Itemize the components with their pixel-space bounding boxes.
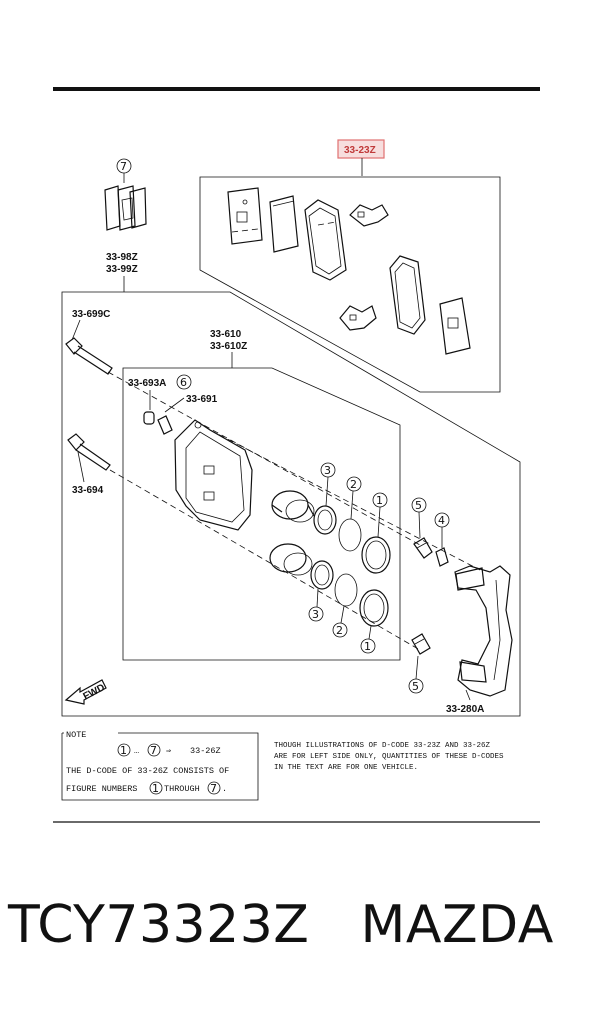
note-line-2: THE D-CODE OF 33-26Z CONSISTS OF bbox=[66, 766, 229, 776]
circled-3-upper-label: 3 bbox=[324, 464, 331, 477]
circled-3-lower-label: 3 bbox=[312, 608, 319, 621]
note-circled-1b: 1 bbox=[152, 782, 159, 795]
bleeder-screw bbox=[157, 415, 173, 435]
info-line-3: IN THE TEXT ARE FOR ONE VEHICLE. bbox=[274, 764, 418, 772]
highlight-box[interactable] bbox=[337, 139, 385, 159]
bleeder-cap bbox=[143, 411, 155, 425]
fwd-label: FWD bbox=[81, 682, 106, 702]
note-through: THROUGH bbox=[164, 784, 200, 794]
label-bleeder: 33-691 bbox=[186, 394, 218, 405]
circled-2-lower-label: 2 bbox=[336, 624, 343, 637]
seal-ring-lower bbox=[334, 573, 358, 607]
label-caliper-alt: 33-610Z bbox=[210, 341, 247, 352]
note-box: NOTE 1 … 7 ⇒ 33-26Z THE D-CODE OF 33-26Z… bbox=[61, 730, 259, 801]
note-line-3: FIGURE NUMBERS bbox=[66, 784, 137, 794]
guide-pin-lower bbox=[67, 433, 111, 471]
pads-set-icon bbox=[104, 185, 147, 231]
fwd-arrow-icon: FWD bbox=[64, 679, 107, 705]
circled-3-lower bbox=[308, 606, 324, 622]
circled-2-lower bbox=[332, 622, 348, 638]
dust-boot-upper bbox=[313, 505, 337, 535]
piston-upper bbox=[271, 490, 315, 523]
pin-sleeve bbox=[435, 547, 449, 567]
caliper-bracket bbox=[454, 565, 513, 697]
part-number-caption: TCY73323Z MAZDA bbox=[8, 895, 554, 955]
label-guide-pin-c: 33-699C bbox=[72, 309, 110, 320]
label-bleeder-cap: 33-693A bbox=[128, 378, 166, 389]
circled-1-lower bbox=[360, 638, 376, 654]
circled-2-upper bbox=[346, 476, 362, 492]
pad-clip-lower bbox=[339, 305, 377, 331]
caliper-assembly-outline bbox=[61, 291, 521, 717]
note-period: . bbox=[222, 784, 227, 794]
dust-boot-lower bbox=[310, 560, 334, 590]
caliper-body bbox=[174, 419, 253, 531]
note-code: 33-26Z bbox=[190, 746, 221, 756]
info-line-2: ARE FOR LEFT SIDE ONLY, QUANTITIES OF TH… bbox=[274, 753, 504, 761]
pad-clip-upper bbox=[349, 204, 389, 227]
label-pads-set: 33-98Z bbox=[106, 252, 138, 263]
guide-pin-upper bbox=[65, 337, 113, 375]
pin-boot-lower bbox=[411, 633, 431, 655]
label-pads-set-alt: 33-99Z bbox=[106, 264, 138, 275]
caliper-body-outline bbox=[122, 367, 401, 661]
label-caliper: 33-610 bbox=[210, 329, 242, 340]
pads-group-outline bbox=[199, 176, 501, 393]
circled-1-lower-label: 1 bbox=[364, 640, 371, 653]
piston-seal-lower bbox=[359, 589, 389, 627]
piston-lower bbox=[269, 543, 313, 576]
circled-6 bbox=[176, 374, 192, 390]
highlight-code: 33-23Z bbox=[344, 145, 376, 156]
seal-ring-upper bbox=[338, 518, 362, 552]
label-bracket: 33-280A bbox=[446, 704, 484, 715]
svg-text:⇒: ⇒ bbox=[166, 746, 171, 756]
circled-5-lower-label: 5 bbox=[412, 680, 419, 693]
info-line-1: THOUGH ILLUSTRATIONS OF D-CODE 33-23Z AN… bbox=[274, 742, 491, 750]
pin-boot-upper bbox=[413, 537, 433, 559]
pad-shim-outer bbox=[227, 187, 263, 245]
piston-seal-upper bbox=[361, 536, 391, 574]
note-circled-7b: 7 bbox=[210, 782, 217, 795]
circled-4-label: 4 bbox=[438, 514, 445, 527]
pad-shim-inner bbox=[269, 195, 299, 253]
circled-6-label: 6 bbox=[180, 376, 187, 389]
note-title: NOTE bbox=[66, 730, 86, 740]
circled-7-label: 7 bbox=[120, 160, 127, 173]
brake-pad-outer bbox=[304, 199, 347, 281]
svg-text:…: … bbox=[134, 746, 139, 756]
circled-1-upper-label: 1 bbox=[376, 494, 383, 507]
pad-shim-lower bbox=[439, 297, 471, 355]
brake-pad-inner bbox=[389, 255, 426, 335]
circled-5-upper-label: 5 bbox=[415, 499, 422, 512]
note-circled-7: 7 bbox=[150, 744, 157, 757]
note-circled-1: 1 bbox=[120, 744, 127, 757]
label-guide-pin: 33-694 bbox=[72, 485, 104, 496]
circled-2-upper-label: 2 bbox=[350, 478, 357, 491]
